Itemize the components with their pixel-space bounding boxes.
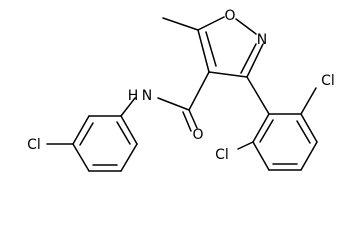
- bond-ar2-c3-c4: [300, 141, 318, 171]
- bond-ar1-c6-c1: [120, 115, 138, 145]
- bond-c3-c4: [208, 71, 248, 78]
- bond-ar2-c2-c3: [300, 113, 318, 143]
- amide-nitrogen-label: N: [142, 88, 152, 104]
- bond-ar2-c6-cl: [237, 141, 254, 150]
- bond-n2-c3-inner: [240, 43, 257, 74]
- amide-hydrogen-label: H: [128, 88, 139, 104]
- bond-ar1-c3-c4: [72, 143, 90, 172]
- bond-carbonyl-o-a: [188, 109, 198, 129]
- bond-c5-methyl: [162, 17, 199, 31]
- bond-n2-c3: [246, 43, 264, 78]
- bond-ar2-c5-c6: [252, 141, 270, 171]
- bond-ar2-c2-cl: [300, 87, 317, 115]
- bond-ar1-inner-c: [116, 121, 131, 145]
- chlorine-lower-label: Cl: [215, 147, 229, 163]
- bond-ar2-inner-a: [296, 120, 311, 144]
- bond-o1-n2: [235, 18, 257, 35]
- bonds: [46, 16, 318, 172]
- carbonyl-oxygen-label: O: [192, 127, 203, 143]
- chlorine-top-right-label: Cl: [321, 73, 335, 89]
- bond-carbonyl-nh: [157, 97, 190, 111]
- bond-ar2-c6-c1: [252, 113, 270, 143]
- bond-c3-aryl: [246, 76, 270, 115]
- atom-labels: O N N H O Cl Cl Cl: [27, 8, 335, 163]
- chemical-structure-diagram: O N N H O Cl Cl Cl: [27, 8, 335, 172]
- bond-ar1-inner-a: [79, 122, 94, 146]
- bond-ar2-inner-c: [259, 119, 274, 143]
- bond-nh-aryl: [120, 97, 136, 117]
- bond-carbonyl-o-b: [182, 111, 192, 132]
- bond-c4-c5: [197, 29, 210, 73]
- ring-oxygen-label: O: [224, 8, 235, 24]
- ring-nitrogen-label: N: [257, 32, 267, 48]
- bond-c4-c5-inner: [205, 31, 217, 67]
- bond-ar1-c2-c3: [72, 115, 90, 145]
- bond-c4-carbonyl: [188, 71, 210, 111]
- bond-c5-o1: [197, 16, 225, 31]
- chlorine-left-label: Cl: [27, 137, 41, 153]
- bond-ar1-c5-c6: [120, 143, 138, 172]
